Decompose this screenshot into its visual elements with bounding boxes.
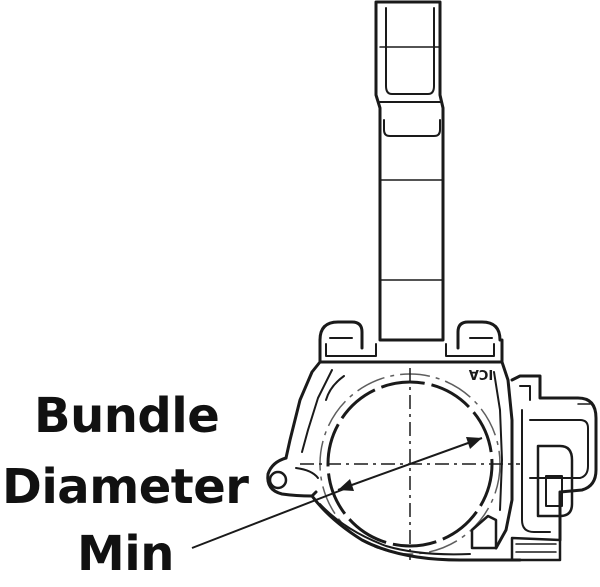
leader-line [191, 485, 353, 549]
diameter-label: Diameter [2, 459, 249, 515]
min-label: Min [77, 526, 174, 582]
part-stamp: ICA [469, 366, 493, 381]
strap [374, 0, 445, 342]
clamp-body [266, 320, 598, 562]
bundle-label: Bundle [34, 388, 220, 444]
diameter-arrow [337, 437, 483, 491]
